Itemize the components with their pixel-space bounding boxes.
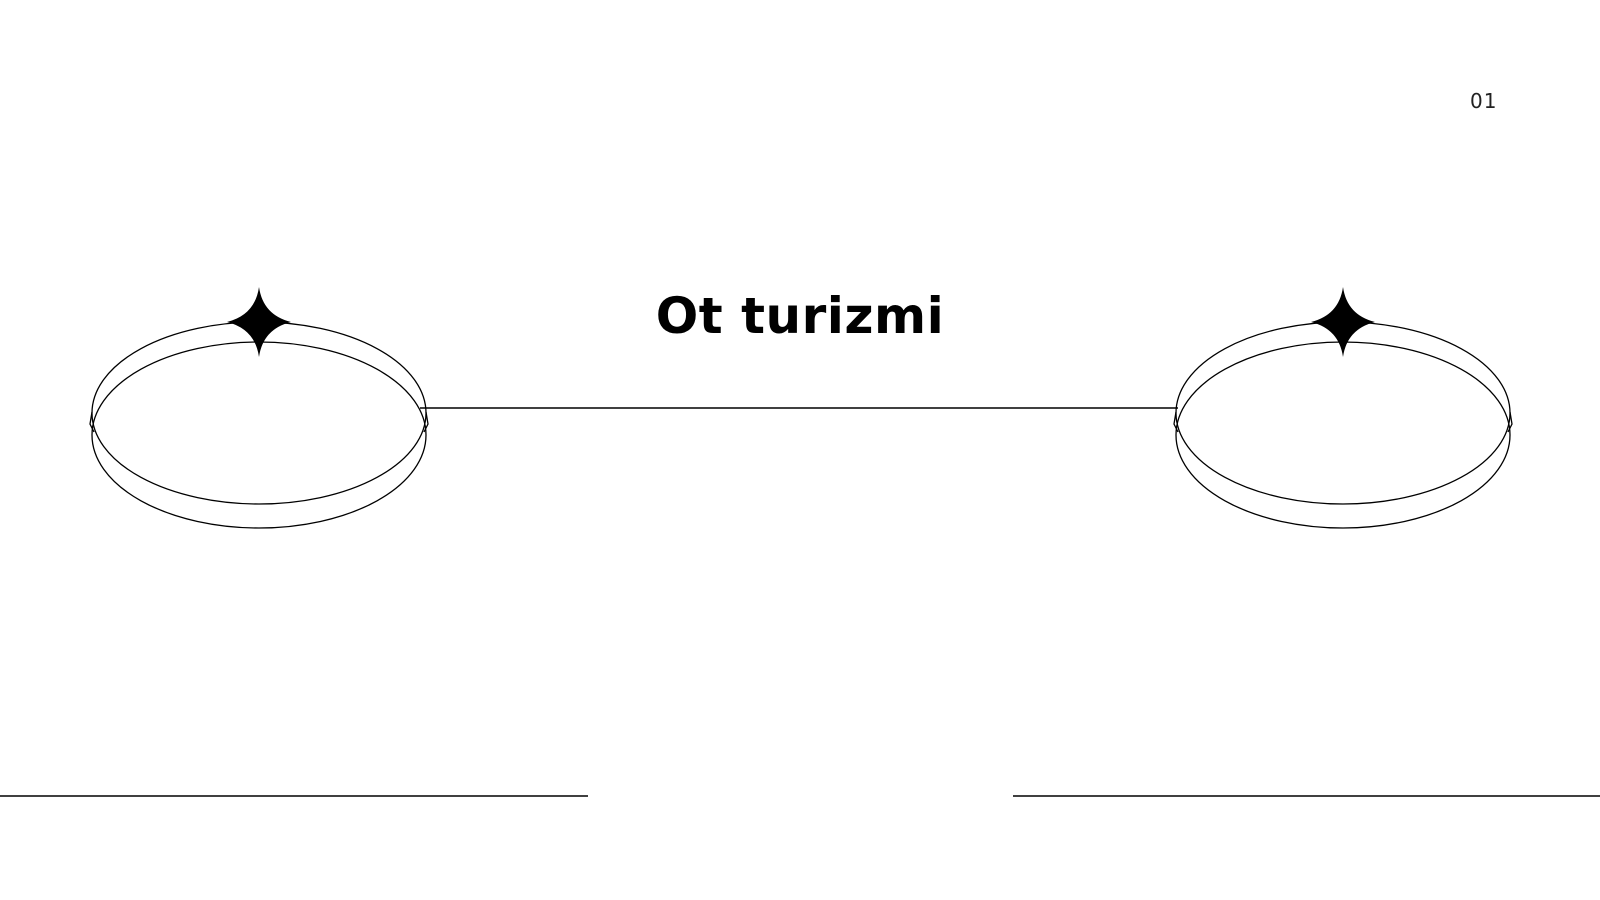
slide-title: Ot turizmi	[655, 287, 945, 345]
sparkle-star-icon	[1311, 287, 1375, 357]
page-number: 01	[1470, 89, 1498, 113]
sparkle-star-icon	[227, 287, 291, 357]
